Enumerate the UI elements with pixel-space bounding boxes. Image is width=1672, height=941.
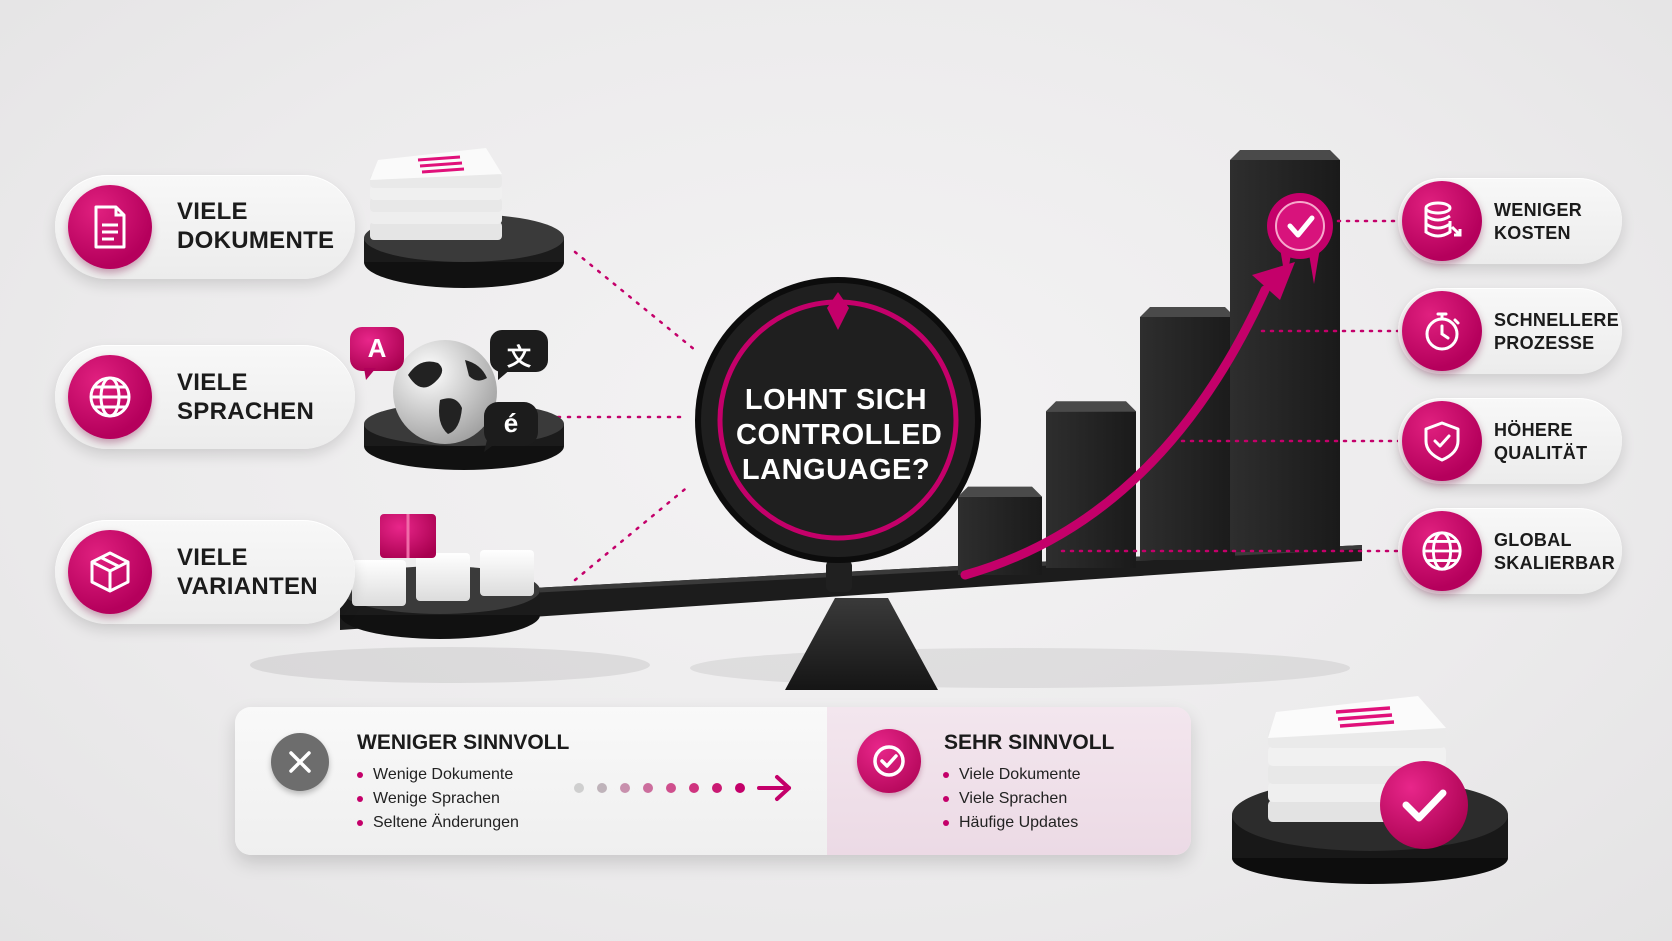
shield-check-icon — [1402, 401, 1482, 481]
globe-icon — [1402, 511, 1482, 591]
growth-arrow — [960, 285, 1270, 580]
connector-lines-left — [546, 250, 697, 582]
growth-bar-top — [1230, 150, 1340, 160]
platform-documents — [364, 214, 564, 288]
speech-bubble-zh — [490, 330, 548, 380]
comparison-less: WENIGER SINNVOLL Wenige Dokumente Wenige… — [235, 707, 827, 855]
factor-label-line: DOKUMENTE — [177, 227, 335, 254]
growth-bar-top — [958, 486, 1042, 497]
bubble-letter-zh: 文 — [507, 344, 531, 371]
document-stack-top — [370, 148, 502, 240]
benefit-label-line: WENIGER — [1494, 200, 1583, 220]
comparison-more-list: Viele Dokumente Viele Sprachen Häufige U… — [941, 763, 1081, 835]
benefit-label-line: GLOBAL — [1494, 530, 1572, 550]
factor-label-line: SPRACHEN — [177, 398, 315, 425]
benefit-label-costs: WENIGER KOSTEN — [1494, 199, 1582, 245]
list-item: Viele Sprachen — [941, 787, 1081, 811]
benefit-label-processes: SCHNELLERE PROZESSE — [1494, 309, 1619, 355]
benefit-label-line: HÖHERE — [1494, 420, 1573, 440]
comparison-panel: WENIGER SINNVOLL Wenige Dokumente Wenige… — [235, 707, 1191, 855]
center-question-line: LOHNT SICH — [744, 384, 928, 416]
transition-arrow — [574, 775, 791, 801]
shadow — [250, 647, 650, 683]
growth-bar-top — [1046, 401, 1136, 412]
factor-label-documents: VIELE DOKUMENTE — [177, 197, 334, 255]
benefit-label-line: SCHNELLERE — [1494, 310, 1620, 330]
list-item: Viele Dokumente — [941, 763, 1081, 787]
center-question-line: LANGUAGE? — [741, 454, 931, 486]
list-item: Wenige Dokumente — [355, 763, 519, 787]
benefit-label-line: QUALITÄT — [1494, 443, 1588, 463]
growth-bar — [1140, 316, 1235, 560]
bubble-letter-a: A — [367, 333, 387, 363]
benefit-label-line: SKALIERBAR — [1494, 553, 1616, 573]
factor-label-languages: VIELE SPRACHEN — [177, 368, 314, 426]
center-question: LOHNT SICH CONTROLLED LANGUAGE? — [736, 383, 943, 488]
database-down-icon — [1402, 181, 1482, 261]
stopwatch-icon — [1402, 291, 1482, 371]
scale-neck — [826, 560, 852, 592]
shadow — [690, 648, 1350, 688]
approved-check-icon — [1380, 761, 1468, 849]
list-item: Seltene Änderungen — [355, 811, 519, 835]
connector-lines-right — [1060, 219, 1402, 553]
check-icon — [857, 729, 921, 793]
list-item: Häufige Updates — [941, 811, 1081, 835]
comparison-less-list: Wenige Dokumente Wenige Sprachen Seltene… — [355, 763, 519, 835]
benefit-label-quality: HÖHERE QUALITÄT — [1494, 419, 1587, 465]
benefit-label-line: PROZESSE — [1494, 333, 1595, 353]
speech-bubble-e — [484, 402, 538, 452]
quality-badge — [1267, 193, 1333, 284]
factor-label-line: VARIANTEN — [177, 573, 318, 600]
document-icon — [68, 185, 152, 269]
center-dial — [695, 277, 981, 563]
center-question-line: CONTROLLED — [736, 419, 943, 451]
speech-bubble-a — [350, 327, 404, 380]
growth-bar-top — [1140, 306, 1235, 317]
list-item: Wenige Sprachen — [355, 787, 519, 811]
variant-cubes — [352, 514, 534, 606]
comparison-more-title: SEHR SINNVOLL — [944, 731, 1115, 754]
x-icon — [271, 733, 329, 791]
factor-label-variants: VIELE VARIANTEN — [177, 543, 318, 601]
benefit-label-line: KOSTEN — [1494, 223, 1571, 243]
comparison-less-title: WENIGER SINNVOLL — [357, 731, 570, 754]
benefit-label-scalable: GLOBAL SKALIERBAR — [1494, 529, 1615, 575]
factor-label-line: VIELE — [177, 369, 248, 396]
factor-label-line: VIELE — [177, 544, 248, 571]
dial-pointer — [827, 292, 849, 330]
bubble-letter-e: é — [503, 408, 519, 438]
globe-model — [393, 340, 497, 444]
box-icon — [68, 530, 152, 614]
comparison-more: SEHR SINNVOLL Viele Dokumente Viele Spra… — [827, 707, 1191, 855]
globe-icon — [68, 355, 152, 439]
seesaw-fulcrum — [785, 598, 938, 690]
factor-label-line: VIELE — [177, 198, 248, 225]
